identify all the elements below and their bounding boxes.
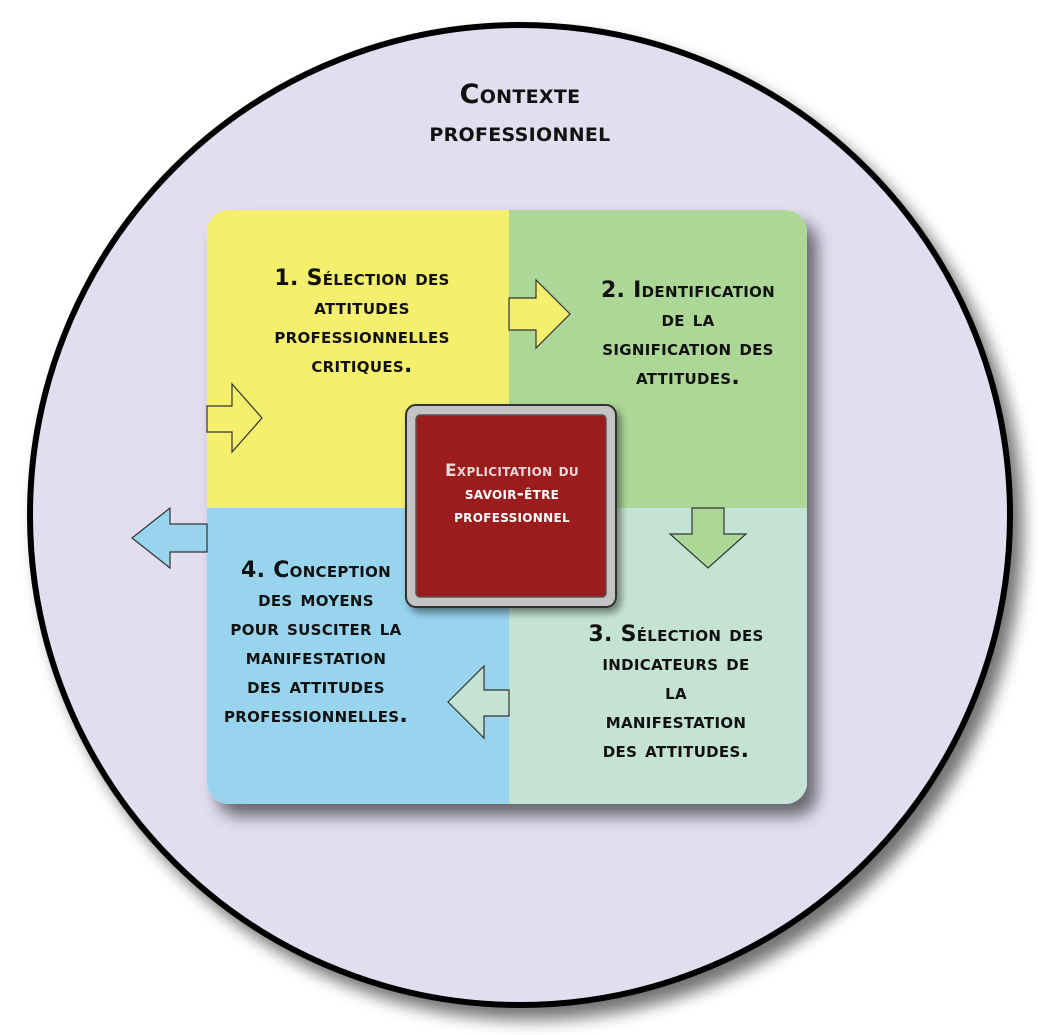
step-1-line: critiques. <box>311 353 413 379</box>
step-4-line: pour susciter la <box>230 616 402 642</box>
step-3-line: 3. Sélection des <box>588 622 764 647</box>
center-block <box>405 404 617 608</box>
center-line-3: professionnel <box>454 506 570 527</box>
context-title-line-1: Contexte <box>459 79 581 110</box>
arrow-step-1-to-step-2 <box>508 278 571 350</box>
context-title-line-2: professionnel <box>429 116 611 148</box>
step-1-line: professionnelles <box>274 324 450 350</box>
step-1-line: 1. Sélection des <box>274 266 450 291</box>
step-4-line: manifestation <box>245 645 387 671</box>
step-1-text: 1. Sélection des attitudes professionnel… <box>222 264 502 380</box>
step-3-text: 3. Sélection des indicateurs de la manif… <box>536 620 816 765</box>
step-3-line: la <box>665 680 687 706</box>
step-2-line: attitudes. <box>635 365 741 391</box>
step-2-line: de la <box>661 307 715 333</box>
step-4-text: 4. Conception des moyens pour susciter l… <box>176 556 456 730</box>
step-2-line: 2. Identification <box>600 278 776 303</box>
step-2-line: signification des <box>602 336 774 362</box>
step-4-line: 4. Conception <box>240 558 392 583</box>
step-3-line: manifestation <box>605 709 747 735</box>
step-2-text: 2. Identification de la signification de… <box>548 276 828 392</box>
context-title: Contexte professionnel <box>360 76 680 152</box>
step-4-line: professionnelles. <box>223 703 409 729</box>
arrow-step-4-out <box>131 506 208 570</box>
step-4-line: des moyens <box>258 587 374 613</box>
step-3-line: indicateurs de <box>602 651 750 677</box>
arrow-step-2-to-step-3 <box>668 507 748 569</box>
step-1-line: attitudes <box>314 295 410 321</box>
arrow-step-3-to-step-4 <box>447 664 510 740</box>
arrow-into-step-1 <box>206 382 263 454</box>
step-4-line: des attitudes <box>247 674 385 700</box>
center-line-2: savoir-être <box>464 483 560 504</box>
center-line-1: Explicitation du <box>445 461 579 481</box>
center-text: Explicitation du savoir-être professionn… <box>418 460 606 529</box>
step-3-line: des attitudes. <box>602 738 750 764</box>
